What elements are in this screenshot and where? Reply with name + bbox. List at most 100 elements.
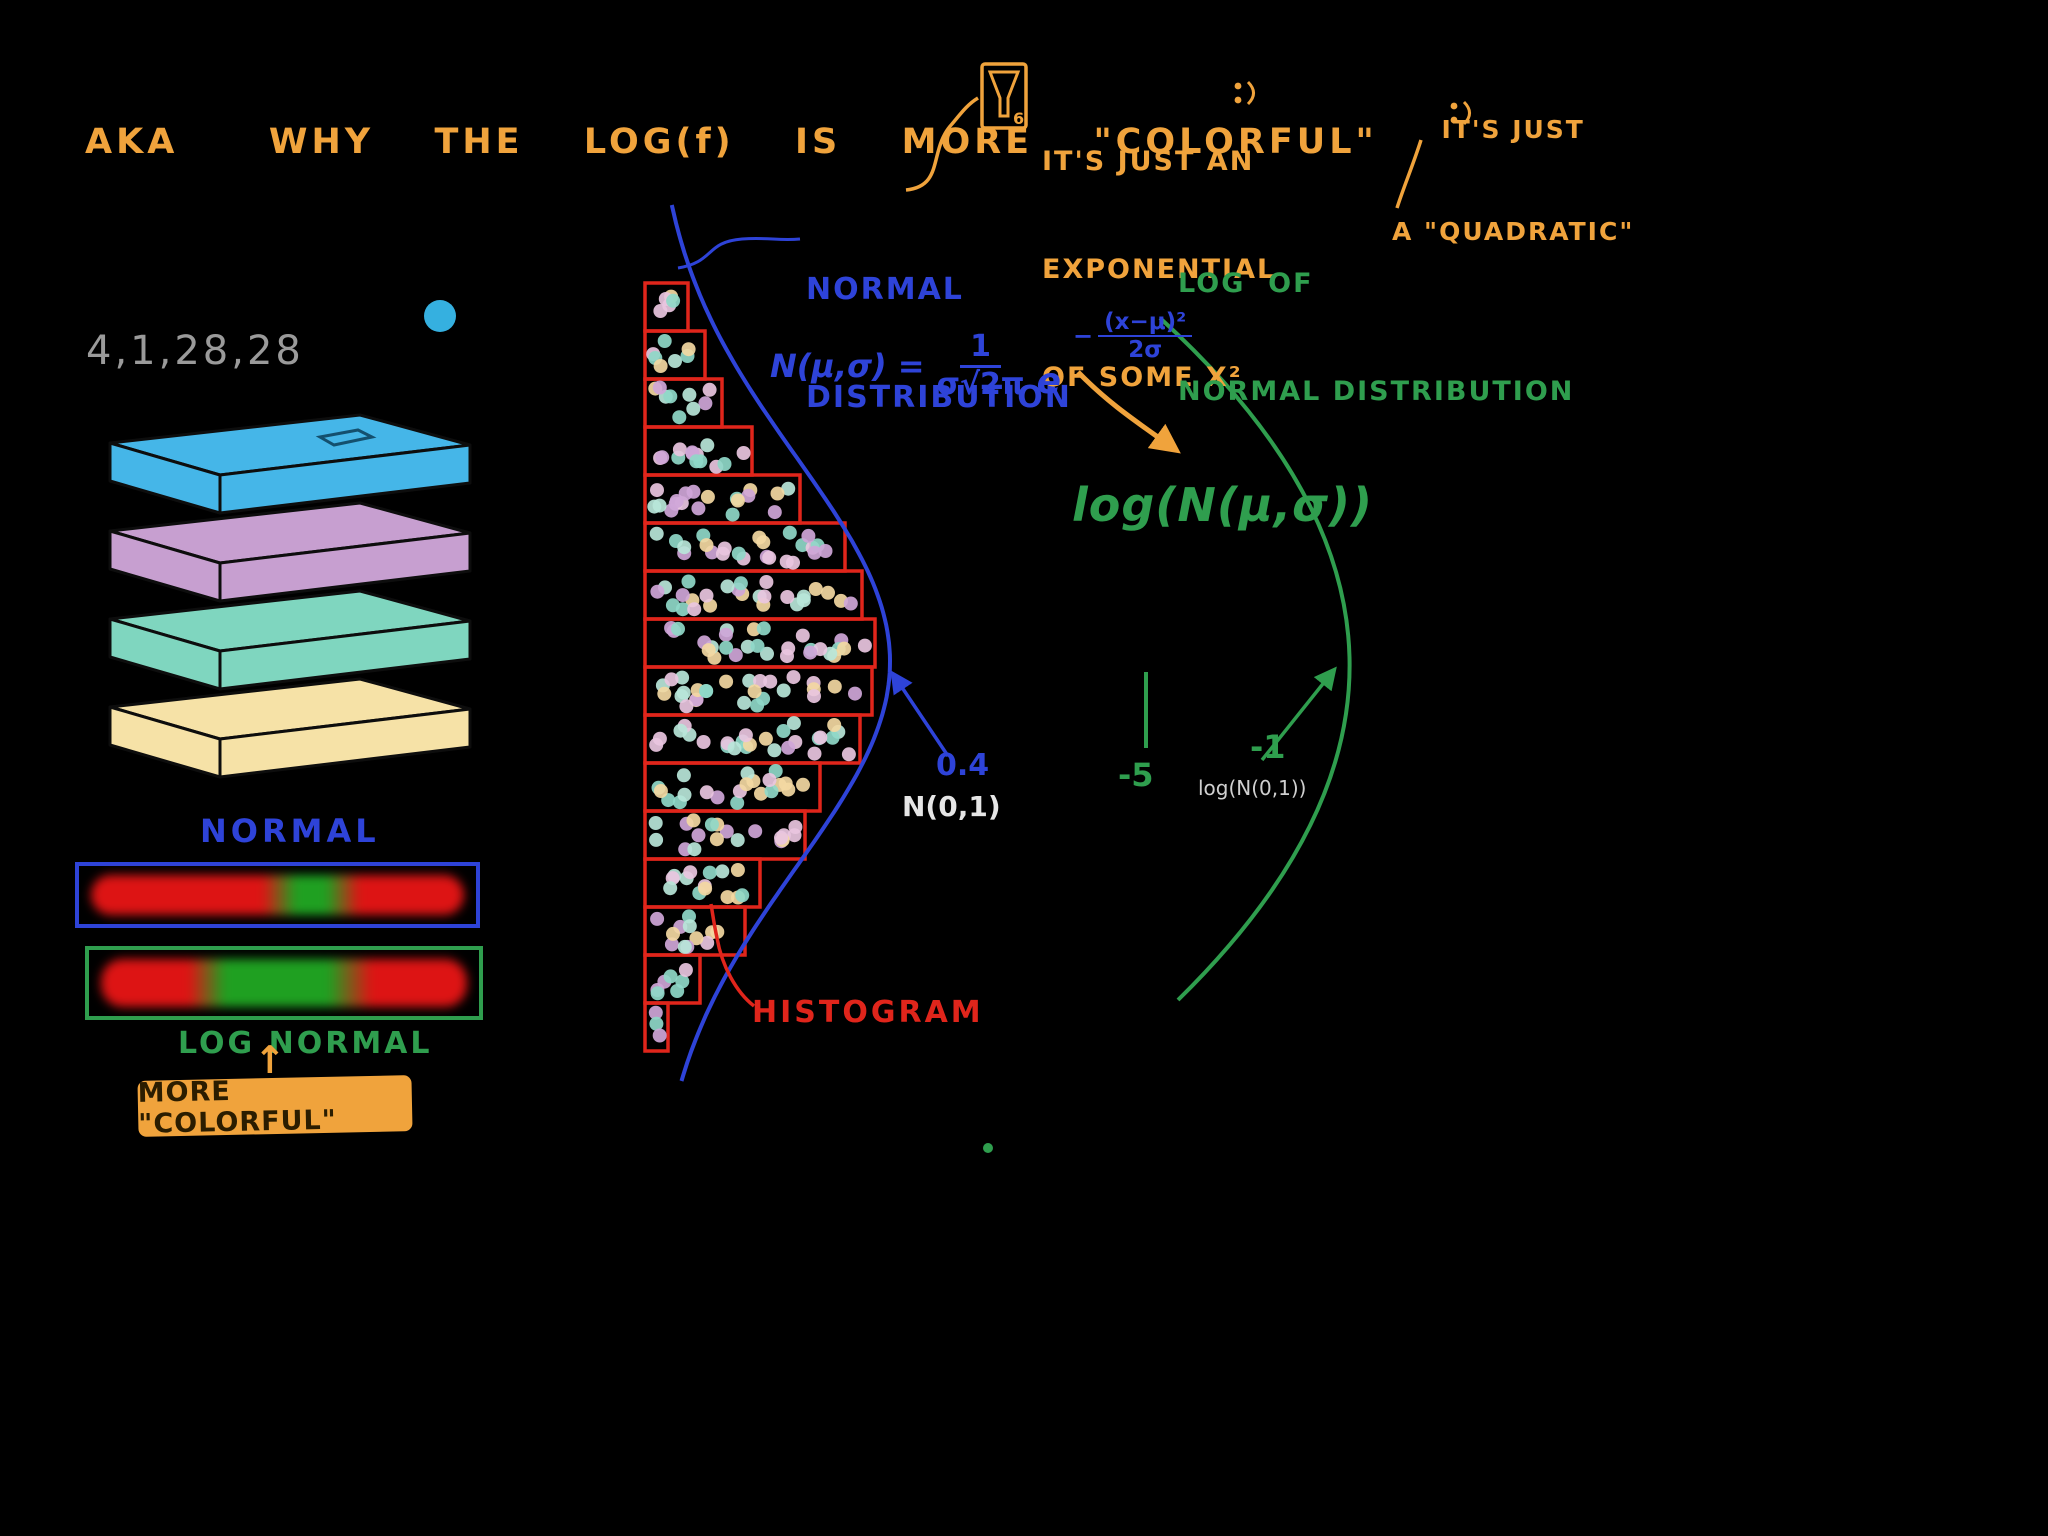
scatter-dot bbox=[677, 787, 692, 802]
scatter-dot bbox=[725, 507, 740, 522]
scatter-dot bbox=[719, 640, 734, 655]
scatter-dot bbox=[702, 382, 717, 397]
scatter-dot bbox=[699, 588, 714, 603]
scatter-dot bbox=[672, 442, 687, 457]
scatter-dot bbox=[727, 741, 742, 756]
scatter-dot bbox=[764, 784, 779, 799]
scatter-dot bbox=[848, 686, 862, 701]
scatter-dot bbox=[763, 674, 778, 689]
flow-icon: 6 bbox=[980, 62, 1028, 130]
scatter-dot bbox=[730, 863, 745, 877]
scatter-dot bbox=[698, 396, 713, 411]
histogram-connector bbox=[709, 903, 756, 1008]
histogram-bin bbox=[643, 953, 702, 1005]
scatter-dot bbox=[699, 785, 714, 800]
scatter-dot bbox=[653, 784, 668, 798]
scatter-dot bbox=[719, 674, 734, 689]
exponent-fraction: (x−μ)² 2σ bbox=[1098, 309, 1193, 364]
scatter-dot bbox=[754, 786, 768, 801]
scatter-dot bbox=[818, 544, 833, 558]
scatter-dot bbox=[687, 602, 702, 617]
scatter-dot bbox=[780, 649, 794, 664]
top-slab-patch bbox=[315, 428, 377, 447]
scatter-dot bbox=[700, 438, 715, 453]
normal-distribution-label: NORMAL DISTRIBUTION bbox=[806, 200, 1072, 488]
scatter-dot bbox=[678, 486, 693, 501]
scatter-dot bbox=[807, 689, 821, 704]
scatter-dot bbox=[648, 1005, 663, 1020]
peak-value-label: 0.4 bbox=[936, 748, 990, 783]
scatter-dot bbox=[686, 401, 701, 416]
scatter-dot bbox=[653, 304, 668, 318]
scatter-dot bbox=[781, 481, 796, 496]
smiley-icon bbox=[1450, 100, 1471, 126]
normal-band-label: NORMAL bbox=[200, 812, 380, 850]
scatter-dot bbox=[737, 695, 752, 710]
log-peak-label: -1 bbox=[1250, 728, 1286, 766]
scatter-dot bbox=[657, 686, 672, 701]
scatter-dot bbox=[672, 410, 687, 425]
scatter-dot bbox=[730, 493, 745, 508]
up-arrow-icon: ↑ bbox=[254, 1038, 286, 1082]
scatter-dot bbox=[650, 986, 665, 1001]
formula-denominator: σ√2π bbox=[936, 366, 1025, 402]
scatter-dot bbox=[837, 641, 852, 656]
scatter-dot bbox=[750, 638, 765, 653]
scatter-dot bbox=[779, 554, 794, 569]
scatter-dot bbox=[857, 638, 872, 653]
blue-dot bbox=[424, 300, 456, 332]
scatter-dot bbox=[730, 795, 745, 810]
normal-band-box bbox=[75, 862, 480, 928]
quadratic-note-connector bbox=[1395, 139, 1423, 209]
scatter-dot bbox=[668, 354, 682, 368]
scatter-dot bbox=[649, 737, 664, 752]
scatter-dot bbox=[681, 342, 696, 357]
exponent-numerator: (x−μ)² bbox=[1098, 309, 1193, 337]
scatter-dot bbox=[756, 621, 771, 636]
scatter-dot bbox=[813, 730, 828, 745]
scatter-dot bbox=[663, 969, 678, 984]
page-title: AKA WHY THE LOG(f) IS MORE "COLORFUL" bbox=[85, 122, 1378, 162]
scatter-dot bbox=[670, 984, 685, 998]
note-line: EXPONENTIAL bbox=[1042, 254, 1277, 285]
scatter-dot bbox=[673, 723, 688, 738]
scatter-dots bbox=[646, 289, 872, 1043]
note-line: IT'S JUST AN bbox=[1042, 146, 1255, 177]
green-dot bbox=[983, 1143, 993, 1153]
formula-e: e bbox=[1036, 361, 1062, 402]
scatter-dot bbox=[756, 535, 771, 550]
scatter-dot bbox=[691, 828, 706, 843]
more-colorful-text: MORE "COLORFUL" bbox=[137, 1075, 338, 1140]
scatter-dot bbox=[770, 486, 785, 501]
formula-exponent: − (x−μ)² 2σ bbox=[1073, 309, 1193, 364]
scatter-dot bbox=[748, 824, 763, 839]
formula-lhs: N(μ,σ) = bbox=[770, 347, 925, 385]
scatter-dot bbox=[681, 574, 696, 589]
exponent-denominator: 2σ bbox=[1128, 337, 1163, 363]
scatter-dot bbox=[788, 820, 803, 834]
scatter-dot bbox=[720, 579, 735, 594]
scatter-dot bbox=[720, 890, 735, 905]
normal-band-blob bbox=[91, 875, 464, 915]
note-line: A "QUADRATIC" bbox=[1392, 217, 1635, 246]
scatter-dot bbox=[700, 935, 715, 950]
normal-pdf-formula: N(μ,σ) = 1 σ√2π e − (x−μ)² 2σ bbox=[770, 309, 1193, 402]
scatter-dot bbox=[767, 743, 782, 758]
log-n01-label: log(N(0,1)) bbox=[1198, 776, 1307, 800]
scatter-dot bbox=[652, 380, 667, 395]
scatter-dot bbox=[678, 963, 693, 977]
scatter-dot bbox=[665, 598, 680, 613]
scatter-dot bbox=[701, 643, 716, 658]
scatter-dot bbox=[657, 334, 672, 348]
log-transform-arrow bbox=[1076, 370, 1181, 454]
scatter-dot bbox=[649, 832, 664, 847]
scatter-dot bbox=[821, 585, 835, 600]
x-tick-label: -5 bbox=[1118, 756, 1154, 794]
histogram-bins bbox=[643, 281, 877, 1053]
scatter-dot bbox=[687, 842, 702, 857]
scatter-dot bbox=[655, 450, 670, 465]
layer-slab-purple bbox=[218, 531, 472, 603]
scatter-dot bbox=[786, 670, 801, 685]
scatter-dot bbox=[738, 728, 753, 743]
